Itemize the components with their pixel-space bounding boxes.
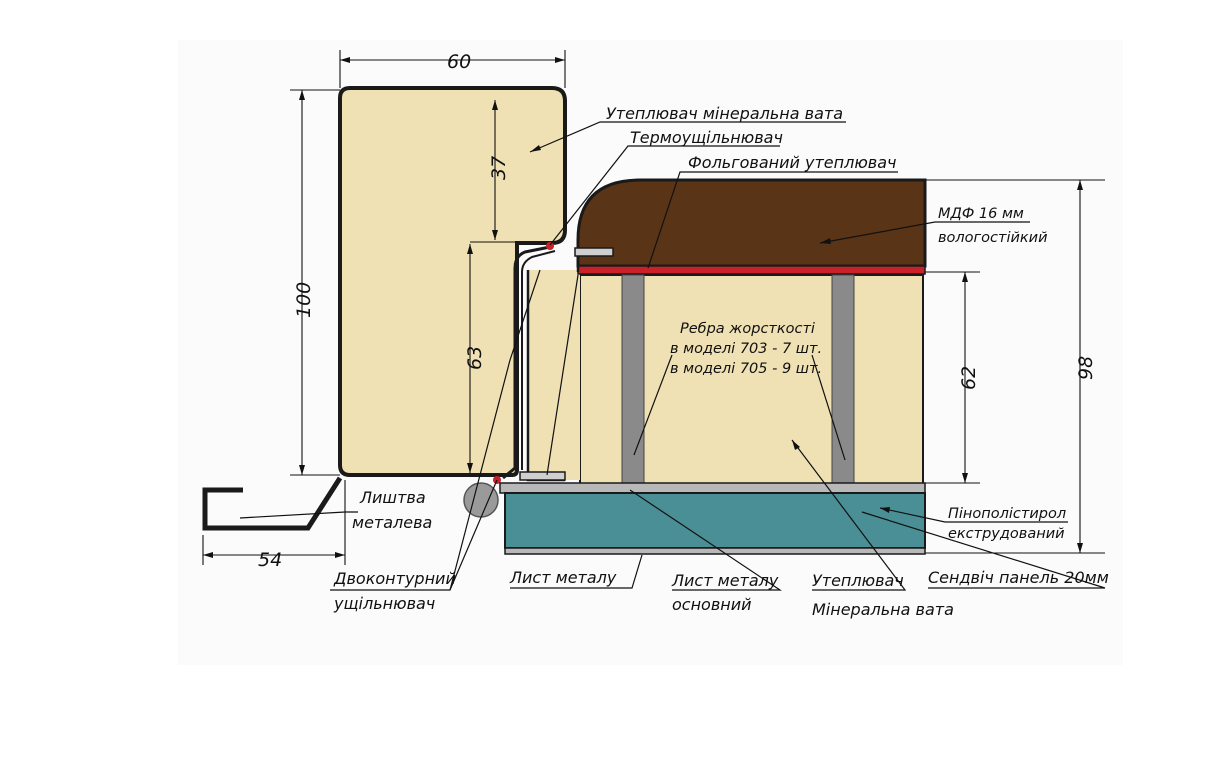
label-sandwich-panel: Сендвіч панель 20мм	[928, 568, 1109, 587]
dimension-label-54: 54	[258, 549, 282, 571]
label-insulation-line2: Мінеральна вата	[812, 600, 954, 619]
frame-metal-profile	[502, 245, 551, 480]
label-insulation-line1: Утеплювач	[812, 571, 904, 590]
leader-sandwich-panel	[861, 511, 1106, 589]
dimension-leaf-total: 98	[925, 179, 1105, 554]
mdf-panel	[576, 178, 927, 268]
leader-double-seal-2	[449, 269, 541, 591]
label-mdf-line2: вологостійкий	[938, 230, 1048, 246]
thermal-seal-dot-top	[546, 242, 554, 250]
leaf-edge-insulation	[528, 270, 580, 480]
dimension-frame-width: 60	[339, 50, 566, 88]
dimension-leaf-inner: 62	[925, 271, 980, 484]
label-base-metal-line2: основний	[672, 595, 752, 614]
leader-mineral-wool	[529, 121, 846, 153]
leader-polystyrene	[879, 507, 1068, 523]
label-foil-insulation: Фольгований утеплювач	[688, 153, 896, 172]
label-ribs-line3: в моделі 705 - 9 шт.	[670, 361, 822, 377]
dimension-label-63: 63	[464, 346, 486, 370]
leaf-edge-bar-bottom	[519, 471, 566, 481]
label-double-seal-line2: ущільнювач	[333, 594, 435, 613]
leader-insulation	[791, 439, 907, 591]
outer-metal-sheet	[504, 547, 926, 555]
leader-base-bar	[546, 274, 579, 476]
dimension-frame-lower: 63	[464, 244, 486, 473]
leader-ribs-left	[633, 354, 673, 456]
leader-casing	[239, 511, 358, 519]
leader-thermal-seal	[549, 145, 780, 246]
leader-metal-sheet	[510, 554, 643, 589]
label-metal-sheet: Лист металу	[509, 568, 617, 587]
label-thermal-seal: Термоущільнювач	[630, 128, 783, 147]
label-casing-line1: Лиштва	[359, 488, 426, 507]
door-frame-profile	[338, 86, 567, 477]
base-metal-sheet	[499, 482, 926, 494]
foil-insulation-strip	[577, 265, 926, 275]
label-base-metal-line1: Лист металу	[671, 571, 779, 590]
sandwich-panel	[504, 492, 926, 549]
label-casing-line2: металева	[352, 513, 432, 532]
dimension-label-60: 60	[447, 51, 471, 73]
label-mdf-line1: МДФ 16 мм	[938, 206, 1024, 222]
label-polystyrene-line1: Пінополістирол	[948, 506, 1066, 522]
leader-ribs-right	[811, 354, 846, 461]
label-polystyrene-line2: екструдований	[948, 526, 1065, 542]
dimension-label-62: 62	[958, 366, 980, 390]
dimension-label-37: 37	[488, 156, 510, 180]
frame-metal-profile-inner	[521, 250, 556, 470]
leader-mdf	[819, 221, 1030, 244]
label-mineral-wool-insulation: Утеплювач мінеральна вата	[606, 104, 843, 123]
label-double-seal-line1: Двоконтурний	[333, 569, 456, 588]
label-ribs-line1: Ребра жорсткості	[680, 321, 815, 337]
metal-casing-profile	[202, 476, 343, 531]
label-ribs-line2: в моделі 703 - 7 шт.	[670, 341, 822, 357]
leaf-edge-bar-top	[574, 247, 614, 257]
dimension-frame-height: 100	[290, 89, 340, 476]
dimension-label-100: 100	[293, 282, 315, 318]
leader-foil-insulation	[647, 171, 898, 269]
dimension-frame-top: 37	[470, 100, 517, 243]
dimension-label-98: 98	[1075, 356, 1097, 380]
leader-base-metal	[629, 489, 782, 591]
stiffening-rib-left	[621, 274, 645, 486]
dimension-casing-width: 54	[202, 480, 346, 571]
